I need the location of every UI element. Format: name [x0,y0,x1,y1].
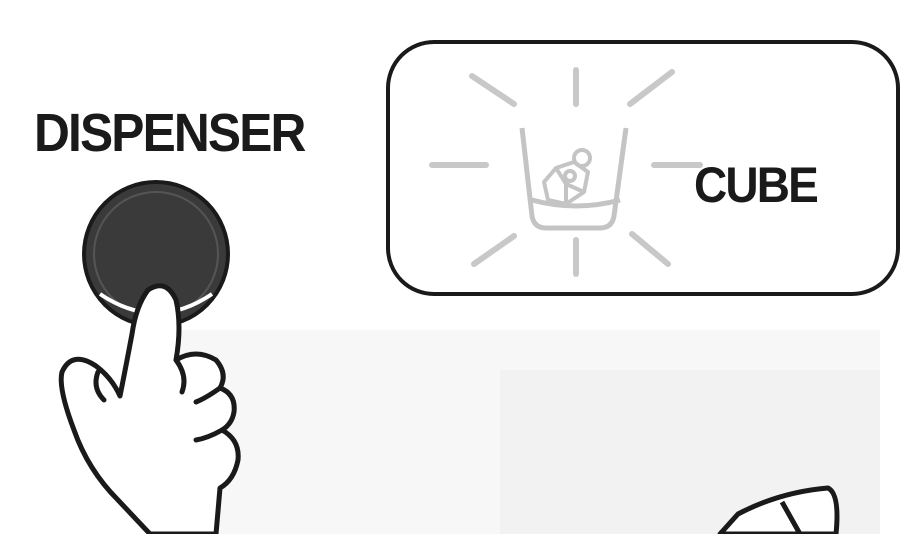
cube-mode-label: CUBE [694,160,817,210]
pointing-hand-icon [61,286,238,534]
dispenser-label: DISPENSER [34,106,305,160]
